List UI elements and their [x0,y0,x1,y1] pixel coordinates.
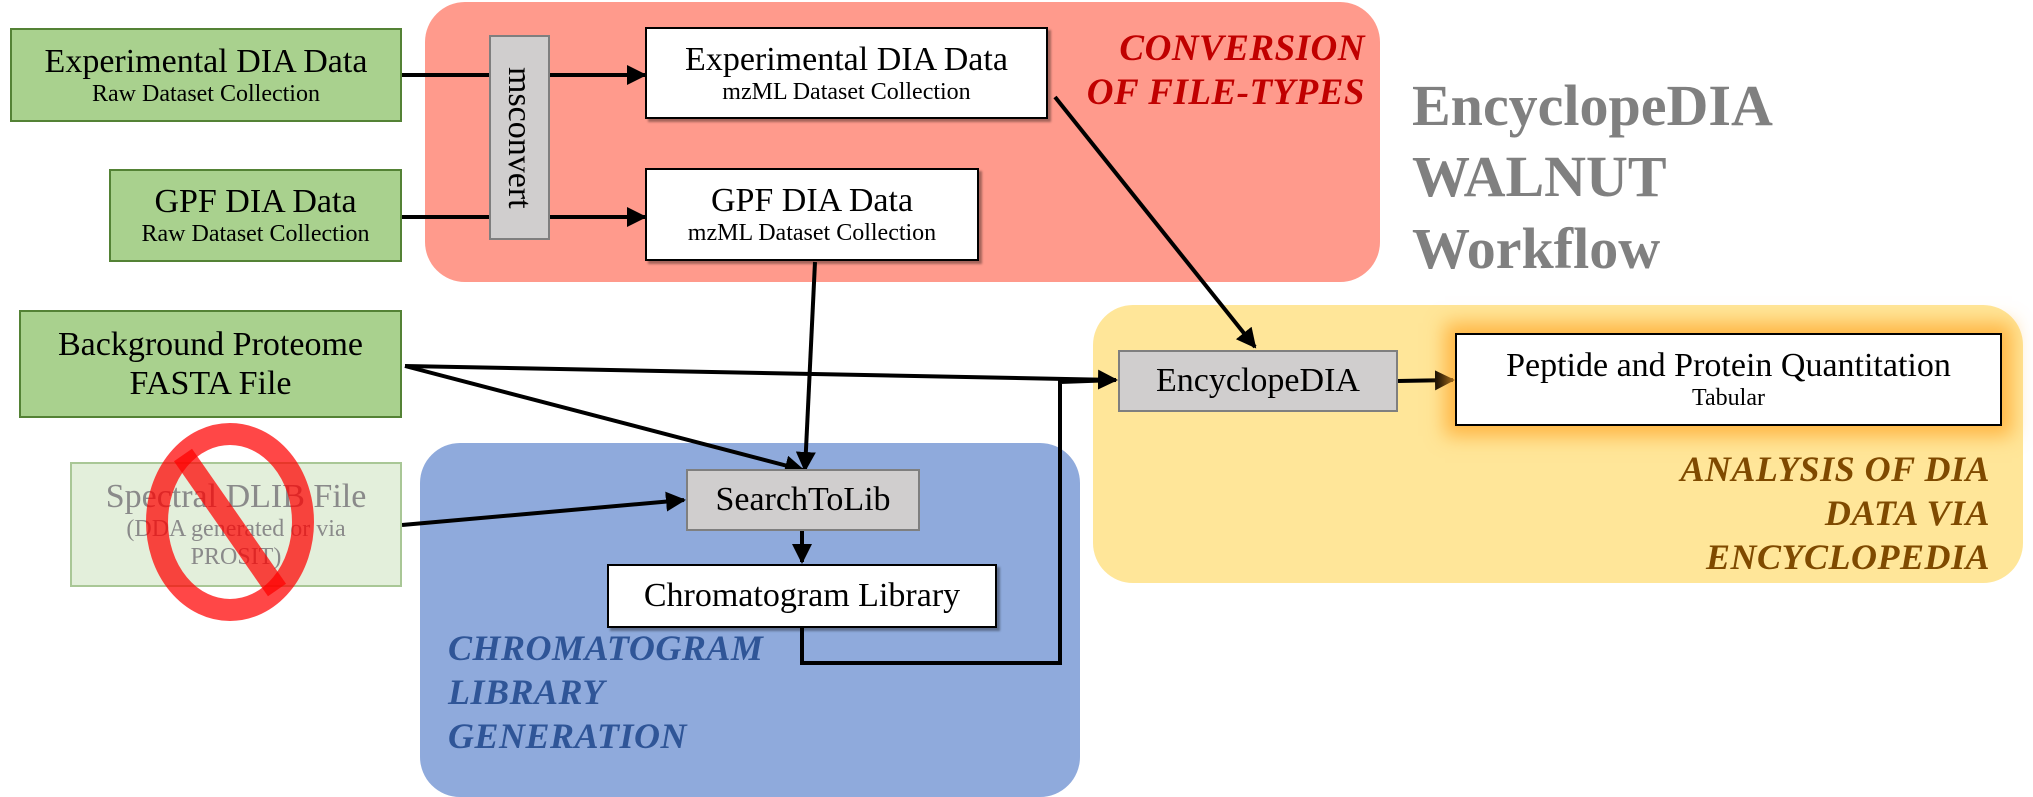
gpf-dia-mzml-node[interactable]: GPF DIA Data mzML Dataset Collection [645,168,979,261]
analysis-label: ANALYSIS OF DIA DATA VIA ENCYCLOPEDIA [1560,448,1990,580]
library-label: CHROMATOGRAM LIBRARY GENERATION [448,627,763,759]
prohibited-icon [146,423,314,621]
title-line3: Workflow [1412,215,1661,281]
experimental-dia-mzml-subtitle: mzML Dataset Collection [722,78,971,105]
title-line2: WALNUT [1412,144,1667,210]
searchtolib-label: SearchToLib [715,481,891,519]
analysis-label-line2: DATA VIA [1824,492,1990,533]
chromatogram-library-label: Chromatogram Library [643,577,961,615]
background-proteome-subtitle: FASTA File [129,365,292,402]
quantitation-output-subtitle: Tabular [1692,385,1765,412]
msconvert-node[interactable]: msconvert [489,35,550,240]
arrow-chromlib-to-encyclopedia [800,378,1117,665]
chromatogram-library-node[interactable]: Chromatogram Library [607,564,997,628]
gpf-dia-mzml-title: GPF DIA Data [710,182,914,220]
arrow-background-to-searchtolib [404,364,805,476]
workflow-title: EncyclopeDIA WALNUT Workflow [1412,70,1812,284]
conversion-label-line2: OF FILE-TYPES [1086,72,1365,114]
searchtolib-node[interactable]: SearchToLib [686,469,920,531]
experimental-dia-raw-node[interactable]: Experimental DIA Data Raw Dataset Collec… [10,28,402,122]
gpf-dia-mzml-subtitle: mzML Dataset Collection [687,220,937,247]
encyclopedia-node[interactable]: EncyclopeDIA [1118,350,1398,412]
msconvert-label: msconvert [501,66,539,209]
gpf-dia-raw-node[interactable]: GPF DIA Data Raw Dataset Collection [109,169,402,262]
gpf-dia-raw-subtitle: Raw Dataset Collection [141,221,370,248]
title-line1: EncyclopeDIA [1412,73,1773,138]
experimental-dia-raw-subtitle: Raw Dataset Collection [92,80,320,107]
background-proteome-node[interactable]: Background Proteome FASTA File [19,310,402,418]
gpf-dia-raw-title: GPF DIA Data [154,183,357,221]
library-label-line2: LIBRARY [448,671,605,712]
arrow-gpf-mzml-to-searchtolib [795,261,817,472]
arrow-background-to-encyclopedia [404,364,1118,390]
arrow-encyclopedia-to-quant [1397,370,1455,391]
analysis-label-line1: ANALYSIS OF DIA [1680,449,1990,489]
arrow-exp-mzml-to-encyclopedia [1053,95,1257,349]
experimental-dia-raw-title: Experimental DIA Data [44,42,368,80]
conversion-label: CONVERSION OF FILE-TYPES [1050,27,1365,116]
quantitation-output-node[interactable]: Peptide and Protein Quantitation Tabular [1455,333,2002,426]
arrow-dlib-to-searchtolib [401,491,686,527]
experimental-dia-mzml-node[interactable]: Experimental DIA Data mzML Dataset Colle… [645,27,1048,119]
experimental-dia-mzml-title: Experimental DIA Data [685,40,1008,78]
analysis-label-line3: ENCYCLOPEDIA [1705,536,1990,577]
quantitation-output-title: Peptide and Protein Quantitation [1506,347,1951,385]
library-label-line1: CHROMATOGRAM [448,628,764,668]
conversion-label-line1: CONVERSION [1119,28,1365,69]
encyclopedia-label: EncyclopeDIA [1156,362,1360,400]
library-label-line3: GENERATION [448,715,688,756]
background-proteome-title: Background Proteome [58,325,363,363]
